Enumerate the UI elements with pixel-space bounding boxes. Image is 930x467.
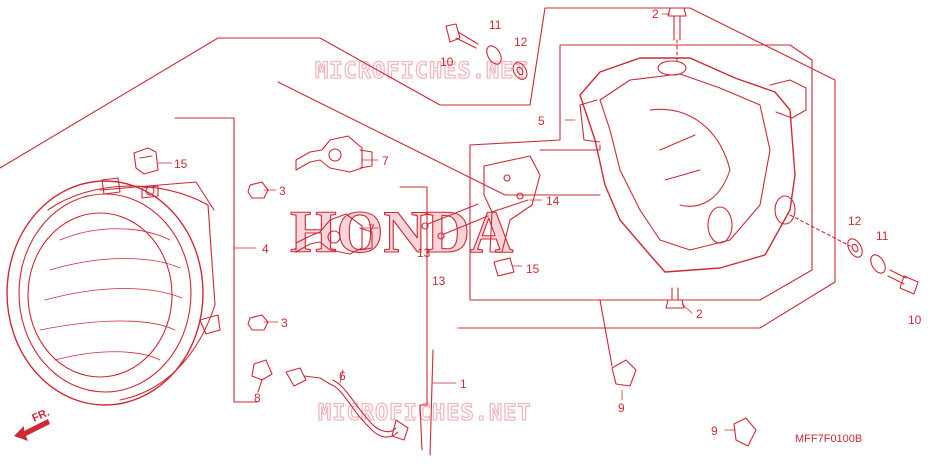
- leader-lines: [157, 13, 736, 431]
- bolt-10-top: [445, 23, 479, 49]
- frame-left-box: [174, 117, 259, 403]
- frame-outline: [0, 7, 836, 329]
- washer-11-right: [870, 254, 886, 274]
- clip-15-right: [493, 257, 515, 277]
- frame-inner-box: [469, 44, 813, 301]
- callout-9-center: 9: [618, 401, 625, 415]
- mount-9-center: [599, 299, 637, 387]
- stay-bracket: [483, 155, 541, 253]
- callout-12-right: 12: [848, 214, 862, 228]
- headlight-case: [579, 57, 807, 273]
- frame-tail: [429, 349, 434, 456]
- bolt-10-right: [887, 269, 919, 295]
- callout-7-upper: 7: [382, 154, 389, 168]
- callout-10-top: 10: [440, 55, 454, 69]
- callout-13-upper: 13: [417, 246, 431, 260]
- callout-4: 4: [262, 242, 269, 256]
- washer-12-right: [847, 238, 863, 258]
- frame-bracket-1: [399, 186, 428, 451]
- diagram-code: MFF7F0100B: [795, 433, 862, 445]
- bulb-8: [251, 359, 273, 393]
- callout-11-right: 11: [876, 229, 889, 243]
- wire-harness: [285, 367, 409, 441]
- washer-11-top: [486, 45, 502, 65]
- bolt-2-top: [667, 7, 687, 63]
- bulb-upper: [295, 135, 373, 173]
- callout-2-top: 2: [652, 7, 659, 21]
- watermark-top: MICROFICHES.NET: [315, 59, 529, 84]
- callout-11-top: 11: [489, 18, 502, 32]
- callout-5: 5: [538, 114, 545, 128]
- mount-9-bottom: [733, 417, 757, 447]
- callout-6: 6: [339, 369, 346, 383]
- callout-3-upper: 3: [279, 184, 286, 198]
- washer-12-top: [512, 62, 528, 80]
- callout-9-bottom: 9: [711, 424, 718, 438]
- callout-14: 14: [546, 194, 560, 208]
- bulb-lower: [295, 213, 373, 255]
- frame-inner-a: [539, 144, 601, 151]
- callout-2-bottom: 2: [696, 307, 703, 321]
- callout-labels: 2 11 12 10 5 15 7 3 7 4 14 13 13 15 12 1…: [174, 7, 922, 438]
- screw-13-lower: [437, 215, 489, 240]
- callout-13-lower: 13: [432, 274, 446, 288]
- callout-1: 1: [460, 377, 467, 391]
- callout-7-lower: 7: [368, 222, 375, 236]
- callout-12-top: 12: [514, 35, 528, 49]
- headlight-assembly: [6, 177, 221, 406]
- brand-watermark: HONDA: [290, 199, 513, 265]
- nut-3-lower: [247, 314, 269, 331]
- nut-3-upper: [247, 181, 269, 199]
- callout-8: 8: [254, 391, 261, 405]
- callout-15-right: 15: [526, 262, 540, 276]
- bolt-2-bottom: [665, 287, 685, 309]
- callout-3-lower: 3: [281, 316, 288, 330]
- callout-15-left: 15: [174, 157, 188, 171]
- callout-10-right: 10: [908, 313, 922, 327]
- axis-right: [789, 214, 851, 247]
- clip-15-left: [133, 147, 159, 175]
- frame-diagonal: [277, 81, 601, 196]
- screw-13-upper: [421, 203, 479, 230]
- front-direction-arrow: [14, 419, 50, 441]
